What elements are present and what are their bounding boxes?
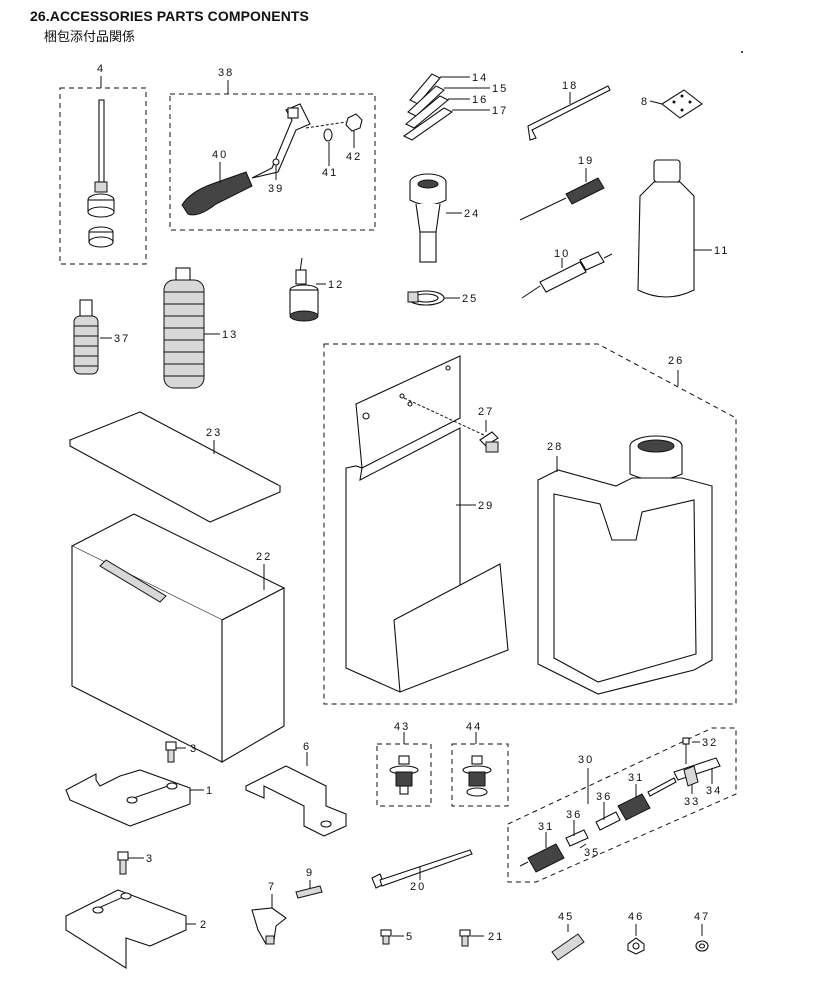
callout-2: 2 [200,919,208,931]
callout-21: 21 [488,931,504,943]
callout-28: 28 [547,441,563,453]
callout-23: 23 [206,427,222,439]
callout-7: 7 [268,881,276,893]
part-18-hex-key [527,85,611,141]
part-19-screwdriver [519,168,605,221]
part-6-bracket [245,752,347,837]
callout-46: 46 [628,911,644,923]
callout-13: 13 [222,329,238,341]
callout-25: 25 [462,293,478,305]
part-37-coil [73,299,112,375]
callout-3-lower: 3 [146,853,154,865]
part-46-nut [627,924,645,955]
callout-47: 47 [694,911,710,923]
callout-6: 6 [303,741,311,753]
callout-31-lower: 31 [538,821,554,833]
part-45-setscrew [551,924,585,961]
callout-1: 1 [206,785,214,797]
callout-36-lower: 36 [566,809,582,821]
callout-37: 37 [114,333,130,345]
callout-41: 41 [322,167,338,179]
callout-8: 8 [641,96,649,108]
part-22-box [70,513,286,763]
callout-27: 27 [478,406,494,418]
part-9-small-block [295,880,323,899]
callout-11: 11 [714,245,729,257]
part-38-group [169,80,376,231]
part-5-screw [380,929,404,945]
page-title: 26.ACCESSORIES PARTS COMPONENTS [30,8,309,24]
callout-9: 9 [306,867,314,879]
callout-45: 45 [558,911,574,923]
callout-33: 33 [684,796,700,808]
callout-38: 38 [218,67,234,79]
part-10-syringe [521,251,613,299]
callout-32: 32 [702,737,718,749]
part-25-hose-clamp [407,290,460,306]
callout-44: 44 [466,721,482,733]
part-20-cable-tie [371,849,473,889]
part-26-group [323,343,737,705]
part-47-washer [695,924,709,952]
callout-3-upper: 3 [190,743,198,755]
part-23-plate [68,411,282,523]
callout-5: 5 [406,931,414,943]
callout-18: 18 [562,80,578,92]
callout-10: 10 [554,248,570,260]
callout-17: 17 [492,105,508,117]
callout-26: 26 [668,355,684,367]
callout-16: 16 [472,94,488,106]
callout-4: 4 [97,63,105,75]
callout-20: 20 [410,881,426,893]
part-7-clip [251,894,287,945]
callout-30: 30 [578,754,594,766]
callout-35: 35 [584,847,600,859]
part-44-group [451,732,509,807]
callout-39: 39 [268,183,284,195]
part-11-bottle [637,159,712,298]
part-4-group [59,76,147,265]
callout-14: 14 [472,72,488,84]
callout-36-upper: 36 [596,791,612,803]
part-1-bracket [65,741,204,827]
callout-42: 42 [346,151,362,163]
callout-24: 24 [464,208,480,220]
callout-31-upper: 31 [628,772,644,784]
callout-15: 15 [492,83,508,95]
part-30-group [507,727,737,883]
part-21-screw [459,929,484,947]
part-2-bracket [65,851,196,969]
callout-34: 34 [706,785,722,797]
callout-29: 29 [478,500,494,512]
callout-labels: 4 38 40 39 41 42 14 15 16 17 18 8 19 24 … [97,63,729,943]
callout-22: 22 [256,551,272,563]
page-subtitle: 梱包添付品関係 [44,30,136,45]
callout-40: 40 [212,149,228,161]
part-24-fitting [409,173,462,263]
hex-wrenches-14-17 [402,73,490,141]
part-13-coil [163,267,220,389]
callout-19: 19 [578,155,594,167]
callout-43: 43 [394,721,410,733]
part-43-group [376,732,432,807]
callout-12: 12 [328,279,344,291]
part-8-plate [649,89,703,119]
part-12-oiler [289,257,326,322]
